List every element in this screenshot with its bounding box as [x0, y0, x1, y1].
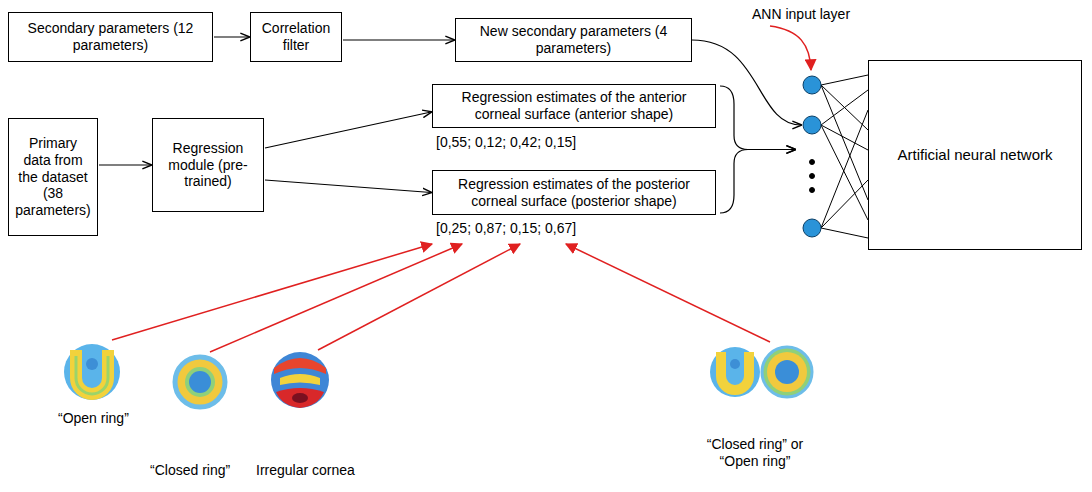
box-text: Secondary parameters (12 parameters)	[15, 20, 206, 54]
box-text: Regression module (pre-trained)	[159, 140, 257, 190]
process-box: New secondary parameters (4 parameters)	[455, 18, 692, 62]
process-box: Regression module (pre-trained)	[152, 118, 264, 212]
box-text: New secondary parameters (4 parameters)	[462, 23, 685, 57]
box-text: Correlation filter	[257, 20, 335, 54]
input-box: Secondary parameters (12 parameters)	[8, 12, 213, 62]
open-ring-map	[710, 347, 760, 397]
connector-arrow	[99, 164, 151, 165]
closed-ring-map	[175, 357, 225, 407]
box-text: Artificial neural network	[897, 146, 1052, 164]
connector-arrow	[720, 150, 795, 214]
box-text: Regression estimates of the anterior cor…	[439, 89, 709, 123]
irregular-cornea-map	[271, 352, 329, 408]
text-label: Irregular cornea	[256, 462, 355, 479]
open-ring-map	[64, 344, 120, 400]
connector-arrow	[265, 180, 431, 193]
network-box: Artificial neural network	[868, 60, 1082, 250]
output-box: Regression estimates of the posterior co…	[432, 170, 716, 215]
pointer-arrow	[770, 26, 811, 70]
text-label: “Open ring”	[58, 410, 129, 427]
connector-arrow	[265, 112, 431, 148]
text-label: [0,25; 0,87; 0,15; 0,67]	[436, 220, 576, 237]
text-label: “Closed ring” or “Open ring”	[690, 436, 820, 470]
text-label: [0,55; 0,12; 0,42; 0,15]	[436, 134, 576, 151]
connector-arrow	[214, 36, 249, 37]
output-box: Regression estimates of the anterior cor…	[432, 84, 716, 128]
box-text: Regression estimates of the posterior co…	[439, 176, 709, 210]
text-label: ANN input layer	[752, 6, 850, 23]
text-label: “Closed ring”	[150, 462, 230, 479]
connector-arrow	[720, 86, 795, 150]
input-layer	[803, 75, 868, 238]
filter-box: Correlation filter	[250, 12, 342, 62]
input-box: Primary data from the dataset (38 parame…	[8, 118, 98, 236]
closed-ring-map	[762, 347, 812, 397]
pointer-arrows	[112, 244, 770, 352]
box-text: Primary data from the dataset (38 parame…	[15, 135, 91, 219]
connector-arrow	[343, 39, 454, 40]
